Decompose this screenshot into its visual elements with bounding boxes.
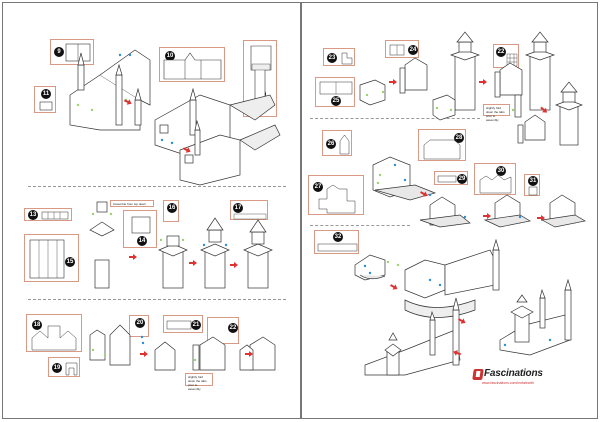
- callout-step-17: 17: [230, 200, 268, 220]
- part-diagram: [389, 44, 405, 56]
- part-diagram: [31, 325, 77, 351]
- step-number: 19: [52, 363, 62, 373]
- next-step-arrow-icon: [483, 213, 491, 219]
- step-number: 30: [496, 166, 506, 176]
- chapel-wing-illustration: [372, 156, 586, 228]
- step-number: 26: [326, 139, 336, 149]
- callout-step-30: 30: [474, 163, 516, 195]
- gatehouse-assembly-illustration: [89, 324, 276, 371]
- step-number: 16: [167, 203, 177, 213]
- callout-step-28: 28: [418, 129, 466, 161]
- part-diagram: [39, 101, 53, 111]
- step-number: 15: [65, 257, 75, 267]
- step-number: 31: [528, 176, 538, 186]
- callout-step-23: 23: [323, 48, 355, 66]
- castle-assembly-illustration: [69, 49, 281, 186]
- part-diagram: [319, 81, 353, 95]
- part-diagram: [528, 186, 538, 196]
- step-number: 23: [327, 53, 337, 63]
- step-number: 9: [54, 47, 64, 57]
- step-number: 20: [135, 318, 145, 328]
- assembly-note: Assemble from top down: [110, 200, 154, 207]
- next-step-arrow-icon: [189, 260, 197, 266]
- part-diagram: [233, 213, 267, 220]
- next-step-arrow-icon: [129, 254, 137, 260]
- step-number: 21: [191, 320, 201, 330]
- next-step-arrow-icon: [140, 351, 148, 357]
- callout-step-27: 27: [308, 175, 364, 215]
- brand-name: Fascinations: [484, 368, 543, 379]
- section-divider: [28, 299, 286, 300]
- tower-assembly-illustration: [89, 201, 273, 289]
- next-step-arrow-icon: [389, 79, 397, 85]
- next-step-arrow-icon: [479, 79, 487, 85]
- callout-step-18: 18: [26, 314, 82, 352]
- section-divider: [28, 186, 286, 187]
- part-diagram: [479, 174, 512, 194]
- section-divider: [310, 225, 410, 226]
- section-divider: [310, 118, 480, 119]
- step-number: 28: [454, 133, 464, 143]
- callout-step-31: 31: [524, 174, 540, 196]
- part-diagram: [341, 52, 353, 65]
- callout-step-9: 9: [50, 39, 94, 65]
- callout-step-20: 20: [129, 315, 149, 337]
- callout-step-15: 15: [24, 234, 79, 282]
- callout-step-13: 13: [24, 208, 72, 221]
- callout-step-26: 26: [322, 130, 352, 156]
- callout-step-11: 11: [34, 86, 56, 113]
- callout-step-21: 21: [163, 315, 203, 333]
- part-diagram: [423, 139, 461, 160]
- callout-step-22b: 22: [493, 44, 519, 68]
- step-number: 13: [28, 210, 38, 220]
- part-diagram: [166, 320, 192, 330]
- step-number: 24: [408, 45, 418, 55]
- step-number: 29: [457, 174, 467, 184]
- next-step-arrow-icon: [245, 351, 253, 357]
- brand-logo: Fascinations www.fascinations.com/metale…: [470, 368, 550, 398]
- part-diagram: [65, 362, 78, 376]
- callout-step-25: 25: [315, 77, 355, 107]
- brand-url[interactable]: www.fascinations.com/metalearth: [482, 381, 534, 385]
- part-diagram: [318, 184, 356, 214]
- step-number: 22: [496, 47, 506, 57]
- part-diagram: [41, 211, 69, 220]
- callout-step-16: 16: [163, 200, 179, 222]
- step-number: 11: [41, 89, 51, 99]
- callout-step-32: 32: [314, 230, 359, 254]
- step-number: 32: [333, 232, 343, 242]
- part-diagram: [437, 175, 457, 183]
- step-number: 14: [137, 236, 147, 246]
- step-number: 22: [228, 323, 238, 333]
- step-number: 17: [233, 203, 243, 213]
- part-diagram: [131, 216, 151, 234]
- step-number: 25: [331, 96, 341, 106]
- callout-step-14: 14: [123, 210, 157, 248]
- step-number: 18: [32, 320, 42, 330]
- final-assembly-illustration: [354, 238, 572, 376]
- part-diagram: [317, 243, 358, 252]
- callout-step-24: 24: [385, 40, 419, 58]
- brand-mark-icon: [472, 369, 484, 380]
- callout-step-29: 29: [434, 171, 468, 185]
- assembly-note: slightly fold down the tabs prior to ass…: [483, 104, 510, 122]
- part-diagram: [29, 239, 65, 279]
- step-number: 27: [313, 182, 323, 192]
- next-step-arrow-icon: [537, 215, 545, 221]
- callout-step-10: 10: [159, 47, 225, 82]
- next-step-arrow-icon: [230, 262, 238, 268]
- assembly-note: slightly fold down the tabs prior to ass…: [185, 373, 213, 391]
- callout-step-19: 19: [48, 357, 80, 377]
- corner-wing-illustration: [359, 31, 583, 146]
- step-number: 10: [165, 51, 175, 61]
- part-diagram: [339, 134, 350, 155]
- part-diagram: [163, 52, 222, 80]
- part-diagram: [65, 43, 91, 62]
